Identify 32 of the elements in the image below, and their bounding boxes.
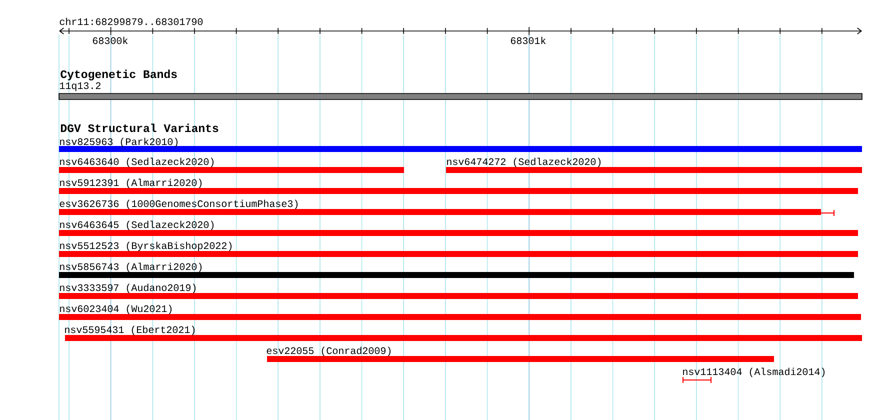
- node-label: 11q13.2: [60, 82, 101, 92]
- node-label: nsv5595431 (Ebert2021): [65, 326, 195, 336]
- ruler-title: chr11:68299879..68301790: [60, 18, 203, 26]
- node-label: nsv5512523 (ByrskaBishop2022): [60, 242, 232, 252]
- node-label: nsv5856743 (Almarri2020): [60, 262, 202, 272]
- variant-feature: nsv6463645 (Sedlazeck2020): [59, 220, 858, 236]
- node-label: esv3626736 (1000GenomesConsortiumPhase3): [60, 200, 298, 210]
- variant-feature: nsv6474272 (Sedlazeck2020): [446, 158, 862, 173]
- node-label: nsv6463645 (Sedlazeck2020): [60, 220, 214, 230]
- tick-label: 68300k: [92, 36, 128, 44]
- cytoband-bar: 11q13.2: [58, 82, 862, 100]
- variant-feature: nsv6463640 (Sedlazeck2020): [59, 158, 404, 173]
- variant-feature: esv22055 (Conrad2009): [266, 346, 774, 362]
- variant-feature: nsv5912391 (Almarri2020): [59, 178, 858, 194]
- variant-feature: esv3626736 (1000GenomesConsortiumPhase3): [59, 200, 835, 216]
- tick-label: 68301k: [510, 36, 546, 44]
- node-label: nsv5912391 (Almarri2020): [60, 178, 202, 188]
- track-heading: DGV Structural Variants: [60, 124, 218, 132]
- variant-feature: nsv5595431 (Ebert2021): [65, 326, 862, 341]
- variant-feature: nsv5856743 (Almarri2020): [59, 262, 854, 278]
- node-label: nsv6023404 (Wu2021): [60, 304, 172, 314]
- node-label: nsv3333597 (Audano2019): [60, 284, 196, 294]
- node-label: nsv6463640 (Sedlazeck2020): [60, 158, 214, 168]
- variant-feature: nsv6023404 (Wu2021): [59, 304, 862, 320]
- variant-feature: nsv3333597 (Audano2019): [59, 284, 858, 299]
- variant-feature: nsv1113404 (Alsmadi2014): [682, 368, 825, 384]
- variant-feature: nsv5512523 (ByrskaBishop2022): [59, 242, 858, 257]
- node-label: esv22055 (Conrad2009): [266, 346, 391, 356]
- node-label: nsv6474272 (Sedlazeck2020): [447, 158, 601, 168]
- node-label: nsv825963 (Park2010): [60, 138, 178, 148]
- track-heading: Cytogenetic Bands: [60, 70, 177, 80]
- variant-feature: nsv825963 (Park2010): [59, 138, 862, 152]
